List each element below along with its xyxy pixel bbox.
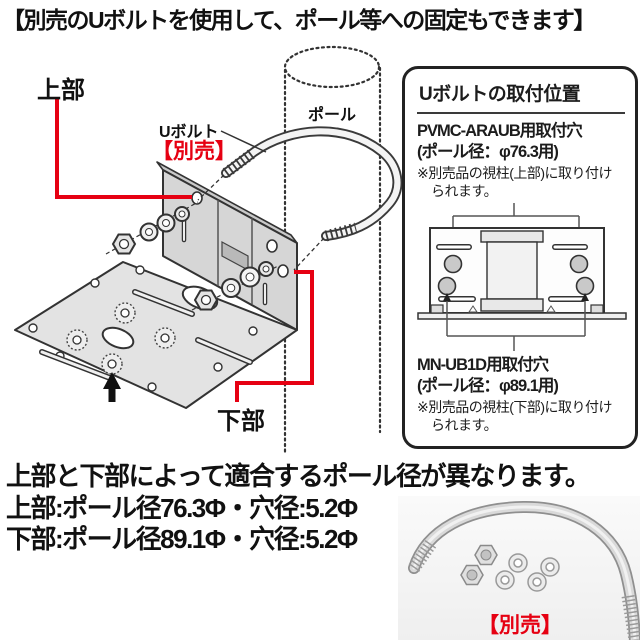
- lower-holes-leader: [446, 300, 586, 351]
- panel-lower-section: MN-UB1D用取付穴 (ポール径：φ89.1用) ※別売品の視柱(下部)に取り…: [417, 355, 625, 434]
- u-bolt-position-panel: Uボルトの取付位置 PVMC-ARAUB用取付穴 (ポール径：φ76.3用) ※…: [402, 66, 638, 449]
- label-top-part: 上部: [37, 77, 85, 104]
- bottom-part-callout-line: [235, 270, 314, 402]
- panel-upper-section: PVMC-ARAUB用取付穴 (ポール径：φ76.3用) ※別売品の視柱(上部)…: [417, 121, 625, 200]
- bracket-pole-diagram: [14, 45, 403, 454]
- label-pole: ポール: [308, 107, 357, 124]
- label-u-bolt: Uボルト: [159, 124, 219, 141]
- label-bottom-part: 下部: [217, 408, 265, 435]
- pole-spec-text: 上部と下部によって適合するポール径が異なります。 上部:ポール径76.3Φ・穴径…: [6, 461, 640, 556]
- photo-washers: [495, 553, 560, 592]
- spec-line-2: 上部:ポール径76.3Φ・穴径:5.2Φ: [6, 492, 358, 523]
- page-title: 【別売のUボルトを使用して、ポール等への固定もできます】: [2, 7, 596, 33]
- hardware-chain-lower: [191, 261, 279, 311]
- panel-title: Uボルトの取付位置: [417, 77, 625, 114]
- spec-line-3: 下部:ポール径89.1Φ・穴径:5.2Φ: [6, 524, 358, 554]
- label-sold-separately: 【別売】: [152, 140, 236, 163]
- bracket-vertical-plate: [156, 161, 298, 331]
- u-bolt-photo: 【別売】: [398, 496, 640, 640]
- hole-position-diagram: [417, 203, 627, 351]
- upper-pole-size: (ポール径：φ76.3用): [417, 143, 559, 161]
- u-bolt-photo-illustration: [408, 500, 640, 640]
- base-hole-arrow: [103, 372, 121, 402]
- u-bolt-illustration: [197, 126, 403, 271]
- lower-pole-size: (ポール径：φ89.1用): [417, 377, 559, 395]
- top-part-callout-line: [55, 98, 192, 199]
- upper-heading: PVMC-ARAUB用取付穴: [417, 122, 583, 140]
- upper-note: ※別売品の視柱(上部)に取り付けられます。: [417, 165, 613, 199]
- lower-note: ※別売品の視柱(下部)に取り付けられます。: [417, 399, 613, 433]
- bracket-base-plate: [14, 261, 298, 409]
- spec-line-1: 上部と下部によって適合するポール径が異なります。: [6, 461, 591, 491]
- u-bolt-leader-line: [220, 130, 267, 153]
- pole-illustration: [283, 45, 382, 454]
- lower-heading: MN-UB1D用取付穴: [417, 356, 549, 374]
- photo-nuts: [460, 544, 498, 586]
- hardware-chain-upper: [105, 201, 199, 255]
- photo-sold-separately-label: 【別売】: [478, 614, 562, 637]
